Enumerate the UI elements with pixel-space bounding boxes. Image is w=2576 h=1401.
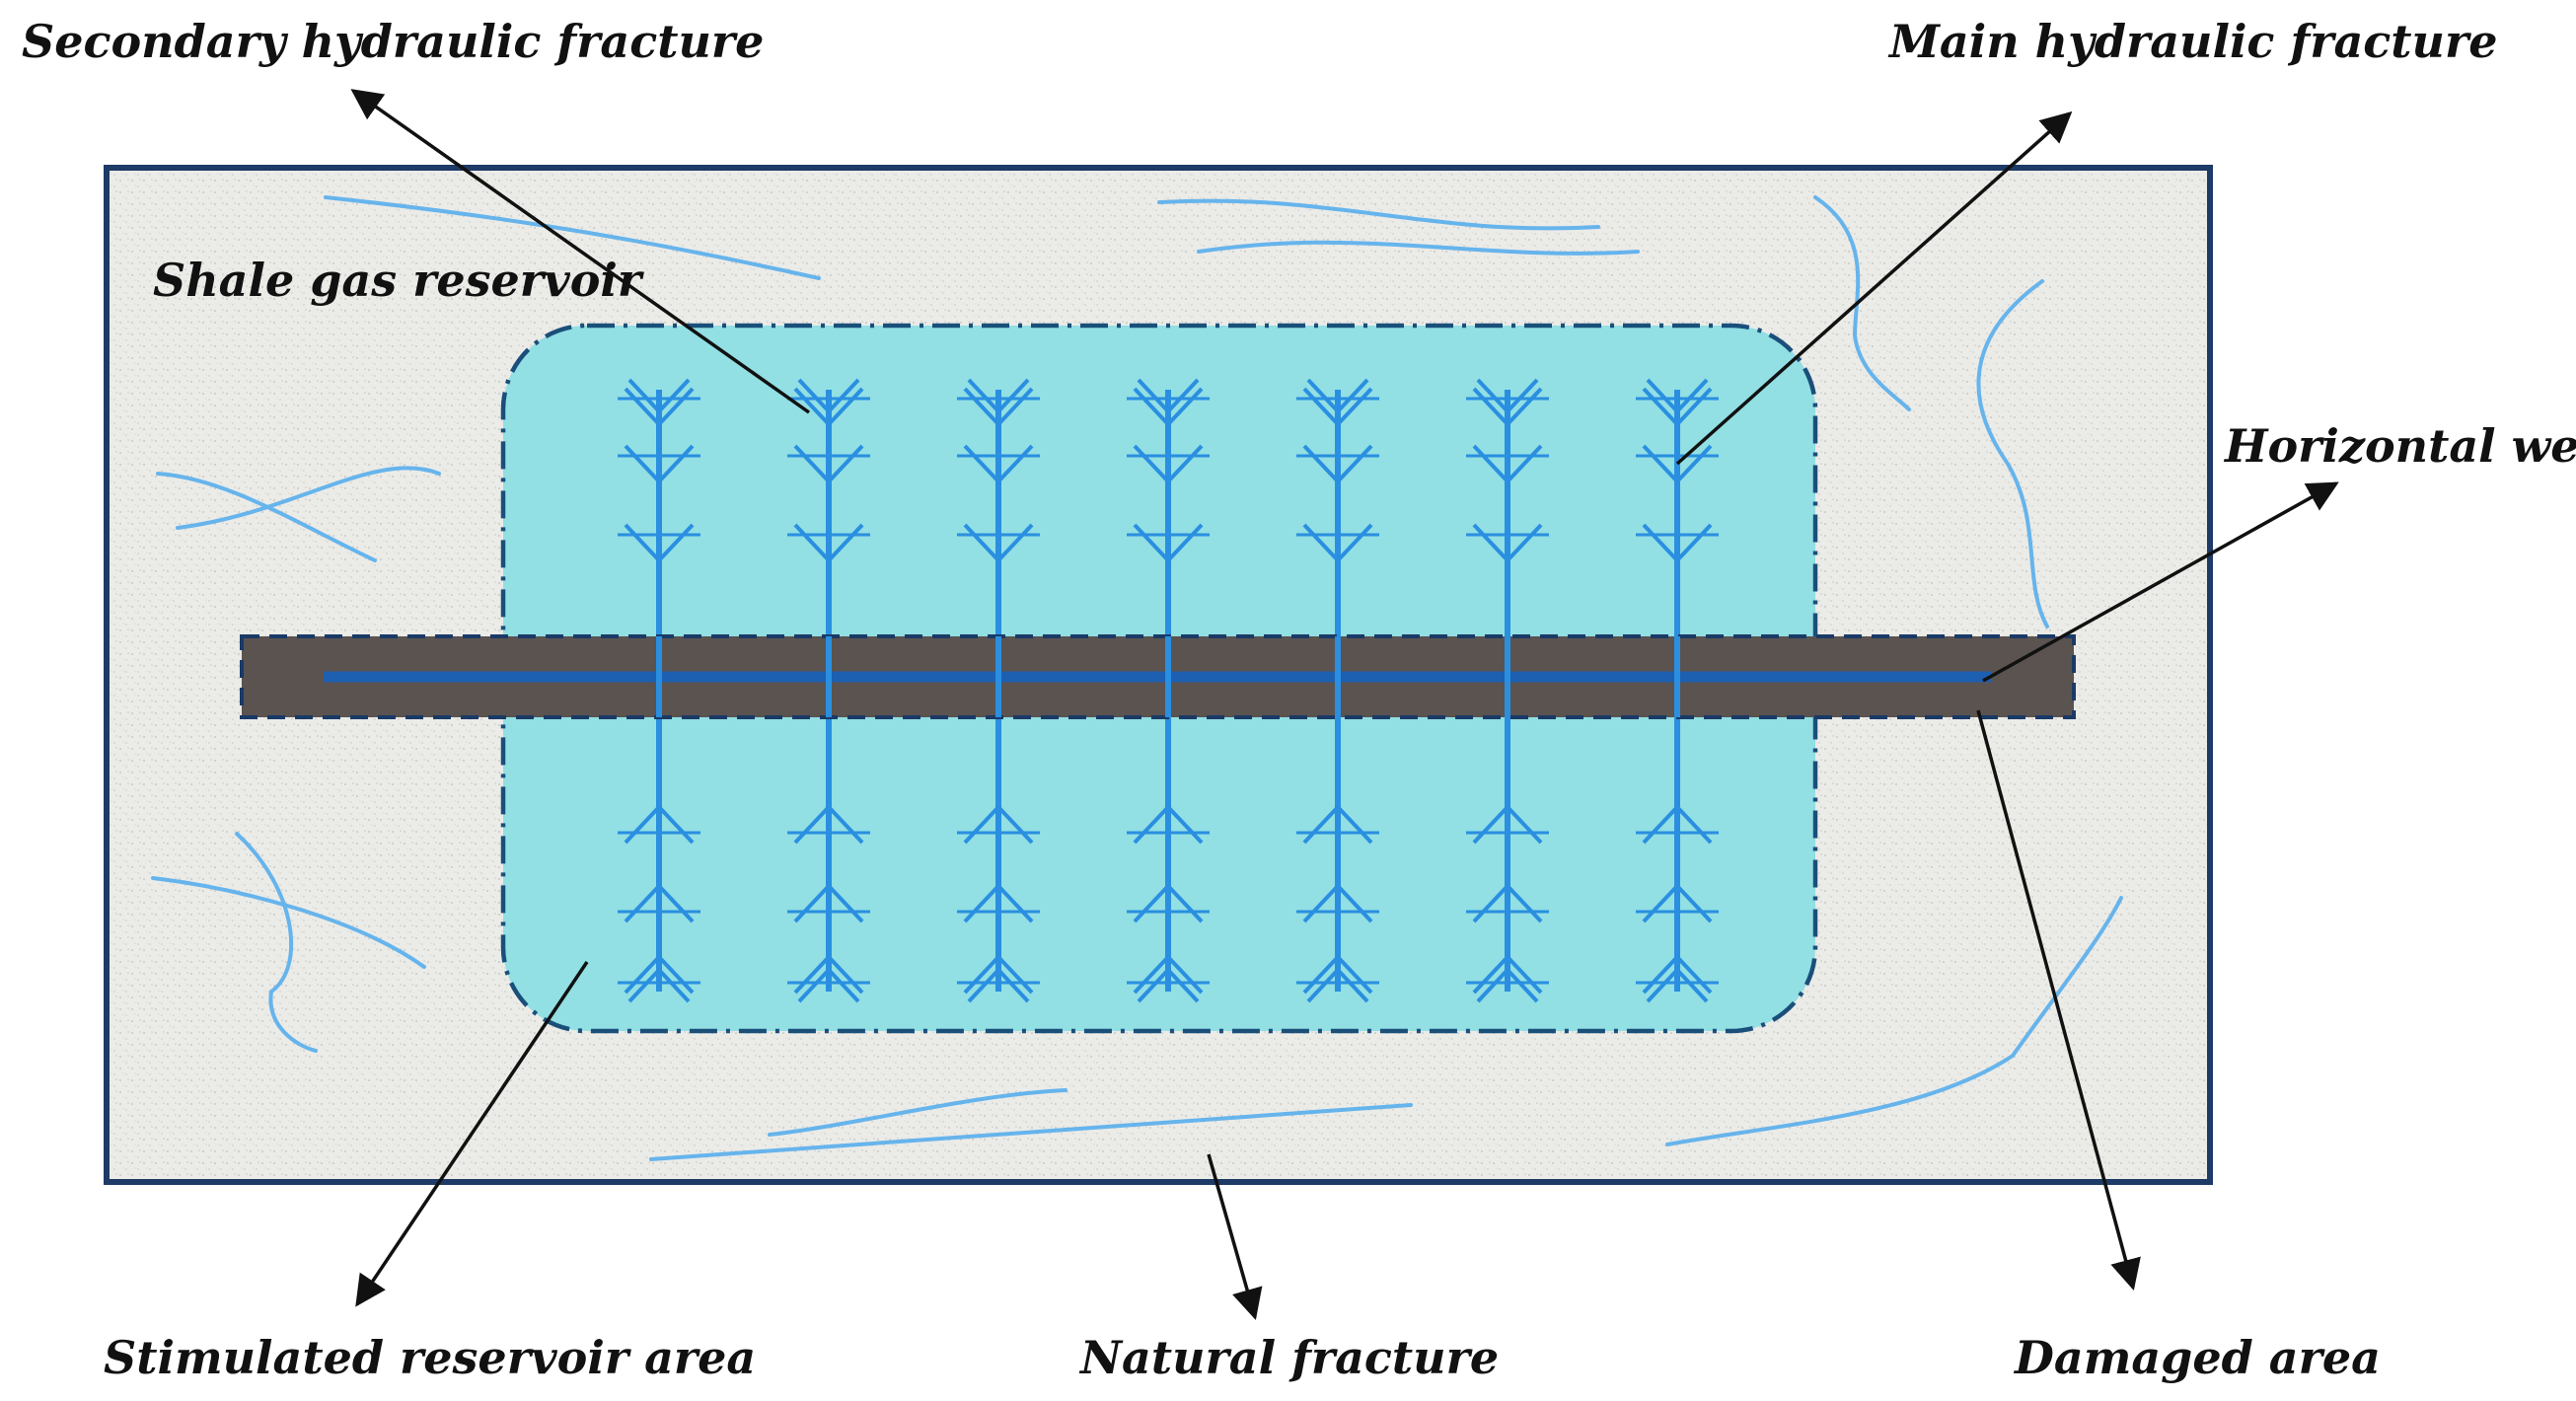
- natural-fracture-leader: [1207, 1153, 1263, 1321]
- secondary-fracture-branch: [793, 884, 864, 923]
- secondary-fracture-branch: [1302, 444, 1373, 483]
- fracture-bottom-fork: [1137, 967, 1200, 1003]
- natural-fracture-curve: [156, 472, 377, 562]
- secondary-fracture-branch: [624, 444, 695, 483]
- secondary-fracture-branch: [1642, 805, 1713, 845]
- fracture-top-fork: [1646, 378, 1709, 414]
- secondary-fracture-branch: [963, 387, 1034, 426]
- leader-lines: [350, 89, 2339, 1321]
- secondary-fracture-branch: [963, 884, 1034, 923]
- secondary-fracture-branch: [1472, 884, 1543, 923]
- secondary-fracture-branch: [1133, 805, 1204, 845]
- main-hydraulic-fracture-label: Main hydraulic fracture: [1887, 15, 2498, 68]
- natural-fracture-label: Natural fracture: [1078, 1331, 1499, 1384]
- natural-fracture-curve: [1157, 198, 1600, 231]
- secondary-fracture-branch: [793, 523, 864, 562]
- natural-fracture-curve: [1197, 240, 1640, 256]
- secondary-fracture-branch: [793, 805, 864, 845]
- natural-fracture-curve: [768, 1088, 1067, 1137]
- secondary-fracture-branch: [793, 444, 864, 483]
- damaged-area-label: Damaged area: [2013, 1331, 2381, 1384]
- secondary-fracture-leader: [350, 89, 811, 414]
- secondary-fracture-branch: [963, 444, 1034, 483]
- fracture-bottom-fork: [1646, 967, 1709, 1003]
- secondary-fracture-branch: [1133, 884, 1204, 923]
- fracture-bottom-fork: [797, 967, 860, 1003]
- secondary-fracture-branch: [793, 955, 864, 995]
- fracture-bottom-fork: [627, 967, 691, 1003]
- secondary-fracture-branch: [1302, 387, 1373, 426]
- natural-fracture-curve: [1813, 195, 1911, 411]
- stimulated-reservoir-area-label: Stimulated reservoir area: [104, 1331, 756, 1384]
- horizontal-well-leader: [1982, 481, 2339, 683]
- natural-fractures: [151, 195, 2123, 1161]
- secondary-fracture-branch: [1472, 523, 1543, 562]
- secondary-fracture-branch: [793, 387, 864, 426]
- fracture-bottom-fork: [1306, 967, 1369, 1003]
- damaged-area-leader: [1976, 709, 2141, 1291]
- secondary-hydraulic-fracture-label: Secondary hydraulic fracture: [22, 15, 764, 68]
- natural-fracture-curve: [649, 1103, 1413, 1161]
- secondary-fracture-branch: [1302, 955, 1373, 995]
- secondary-fracture-branch: [1642, 955, 1713, 995]
- fracture-bottom-fork: [1476, 967, 1539, 1003]
- secondary-fracture-branch: [963, 955, 1034, 995]
- secondary-fracture-branch: [1472, 955, 1543, 995]
- secondary-fracture-branch: [1642, 523, 1713, 562]
- fracture-top-fork: [627, 378, 691, 414]
- secondary-fracture-branch: [1302, 523, 1373, 562]
- secondary-fracture-branch: [1642, 444, 1713, 483]
- fracture-top-fork: [1306, 378, 1369, 414]
- secondary-fracture-branch: [1472, 805, 1543, 845]
- secondary-fracture-branch: [624, 955, 695, 995]
- secondary-fracture-branch: [1133, 387, 1204, 426]
- fracture-top-fork: [1476, 378, 1539, 414]
- secondary-fracture-branch: [1133, 955, 1204, 995]
- secondary-fracture-branch: [1472, 444, 1543, 483]
- secondary-fracture-branch: [1133, 523, 1204, 562]
- main-fracture-leader: [1675, 111, 2073, 466]
- natural-fracture-curve: [235, 832, 318, 1053]
- secondary-fracture-branch: [1302, 884, 1373, 923]
- fracture-top-fork: [1137, 378, 1200, 414]
- natural-fracture-curve: [1665, 896, 2123, 1146]
- secondary-fracture-branch: [1642, 387, 1713, 426]
- secondary-fracture-branch: [1302, 805, 1373, 845]
- secondary-fracture-branch: [624, 523, 695, 562]
- natural-fracture-curve: [1976, 279, 2049, 628]
- horizontal-well-label: Horizontal well: [2223, 419, 2576, 473]
- natural-fracture-curve: [176, 466, 441, 530]
- natural-fracture-curve: [151, 876, 426, 969]
- secondary-fracture-branch: [624, 387, 695, 426]
- shale-gas-reservoir-label: Shale gas reservoir: [153, 254, 645, 307]
- secondary-fracture-branch: [624, 805, 695, 845]
- secondary-fracture-branch: [963, 523, 1034, 562]
- stimulated-area-leader: [355, 961, 589, 1307]
- secondary-fracture-branch: [1642, 884, 1713, 923]
- secondary-fracture-branch: [1133, 444, 1204, 483]
- secondary-fracture-branch: [1472, 387, 1543, 426]
- secondary-fracture-branch: [963, 805, 1034, 845]
- secondary-fracture-branch: [624, 884, 695, 923]
- hydraulic-fracture-crossings: [656, 636, 1680, 717]
- fracture-top-fork: [967, 378, 1030, 414]
- fracture-top-fork: [797, 378, 860, 414]
- fracture-bottom-fork: [967, 967, 1030, 1003]
